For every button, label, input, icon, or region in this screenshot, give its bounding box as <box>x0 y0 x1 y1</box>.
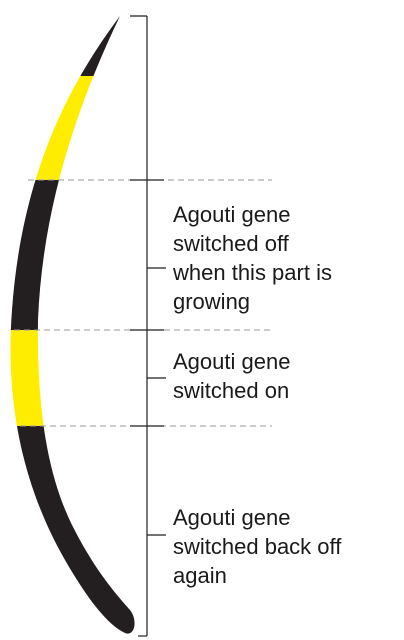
hair-shaft <box>0 0 160 640</box>
measurement-bracket <box>130 16 166 636</box>
label-switched-on: Agouti gene switched on <box>173 349 297 403</box>
hair-segment-dark-middle <box>0 180 160 330</box>
hair-segment-tip-dark <box>0 0 160 76</box>
hair-segment-yellow-upper <box>0 76 160 180</box>
hair-segment-yellow-lower <box>0 330 160 426</box>
label-switched-back-off: Agouti gene switched back off again <box>173 505 347 588</box>
hair-segment-base-dark <box>0 426 160 640</box>
label-switched-off: Agouti gene switched off when this part … <box>172 202 338 314</box>
